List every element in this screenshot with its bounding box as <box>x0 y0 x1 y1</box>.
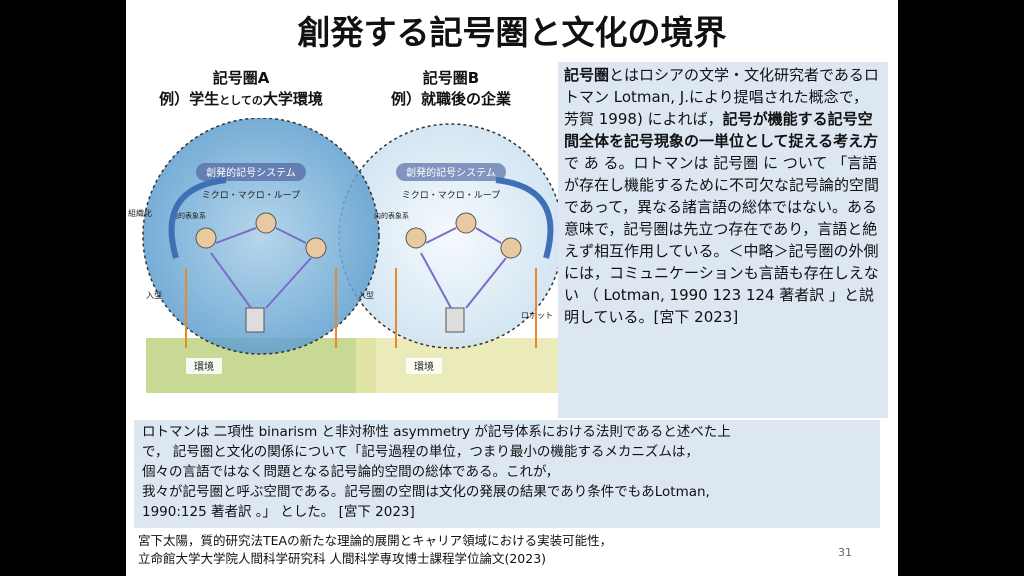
sphere-a-title: 記号圏A <box>212 69 270 87</box>
agent-figure <box>405 227 427 249</box>
citation-line: 立命館大学大学院人間科学研究科 人間科学専攻博士課程学位論文(2023) <box>138 551 547 566</box>
semiosphere-diagram: 創発的記号システム 創発的記号システム ミクロ・マクロ・ループ ミクロ・マクロ・… <box>128 118 566 393</box>
entry-label-a: 入型 <box>146 291 162 300</box>
quote-line: で， 記号圏と文化の関係について「記号過程の単位，つまり最小の機能するメカニズム… <box>142 444 699 460</box>
entry-label-b: 入型 <box>358 291 374 300</box>
quote-line: ロトマンは 二項性 binarism と非対称性 asymmetry が記号体系… <box>142 424 731 440</box>
lotman-quote-box: ロトマンは 二項性 binarism と非対称性 asymmetry が記号体系… <box>134 420 880 528</box>
loop-arrow-a <box>168 177 227 259</box>
environment-label-b: 環境 <box>414 360 434 373</box>
loop-label-b: ミクロ・マクロ・ループ <box>402 190 500 201</box>
system-label-a: 創発的記号システム <box>206 166 296 179</box>
agent-figure <box>500 237 522 259</box>
citation-footer: 宮下太陽，質的研究法TEAの新たな理論的展開とキャリア領域における実装可能性， … <box>138 532 612 568</box>
inner-representation-label-b: 内的表象系 <box>374 211 409 220</box>
loop-arrow-b <box>495 177 554 259</box>
quote-line: 個々の言語ではなく問題となる記号論的空間の総体である。これが， <box>142 464 560 480</box>
quote-line: 我々が記号圏と呼ぶ空間である。記号圏の空間は文化の発展の結果であり条件でもあLo… <box>142 484 710 500</box>
sphere-b-subtitle: 例）就職後の企業 <box>390 90 511 108</box>
agent-figure <box>305 237 327 259</box>
loop-label-a: ミクロ・マクロ・ループ <box>202 190 300 201</box>
citation-line: 宮下太陽，質的研究法TEAの新たな理論的展開とキャリア領域における実装可能性， <box>138 533 613 548</box>
robot-figure <box>445 307 465 333</box>
organization-label: 組織化 <box>128 208 152 218</box>
inner-representation-label-a: 内的表象系 <box>171 211 206 220</box>
sphere-b-title: 記号圏B <box>422 69 480 87</box>
agent-figure <box>195 227 217 249</box>
page-number: 31 <box>838 546 852 559</box>
slide-title: 創発する記号圏と文化の境界 <box>297 13 727 52</box>
robot-figure <box>245 307 265 333</box>
environment-label-a: 環境 <box>194 360 214 373</box>
semiosphere-definition-box: 記号圏とはロシアの文学・文化研究者であるロトマン Lotman, J.により提唱… <box>558 62 888 418</box>
slide: 創発する記号圏と文化の境界 記号圏A 例）学生としての大学環境 記号圏B 例）就… <box>126 0 898 576</box>
agent-figure <box>455 212 477 234</box>
sphere-b-label: 記号圏B 例）就職後の企業 <box>356 68 546 110</box>
sphere-a-subtitle: 例）学生としての大学環境 <box>159 90 323 108</box>
sphere-a-label: 記号圏A 例）学生としての大学環境 <box>136 68 346 111</box>
quote-line: 1990:125 著者訳 。」 とした。 [宮下 2023] <box>142 504 415 520</box>
system-label-b: 創発的記号システム <box>406 166 496 179</box>
agent-figure <box>255 212 277 234</box>
